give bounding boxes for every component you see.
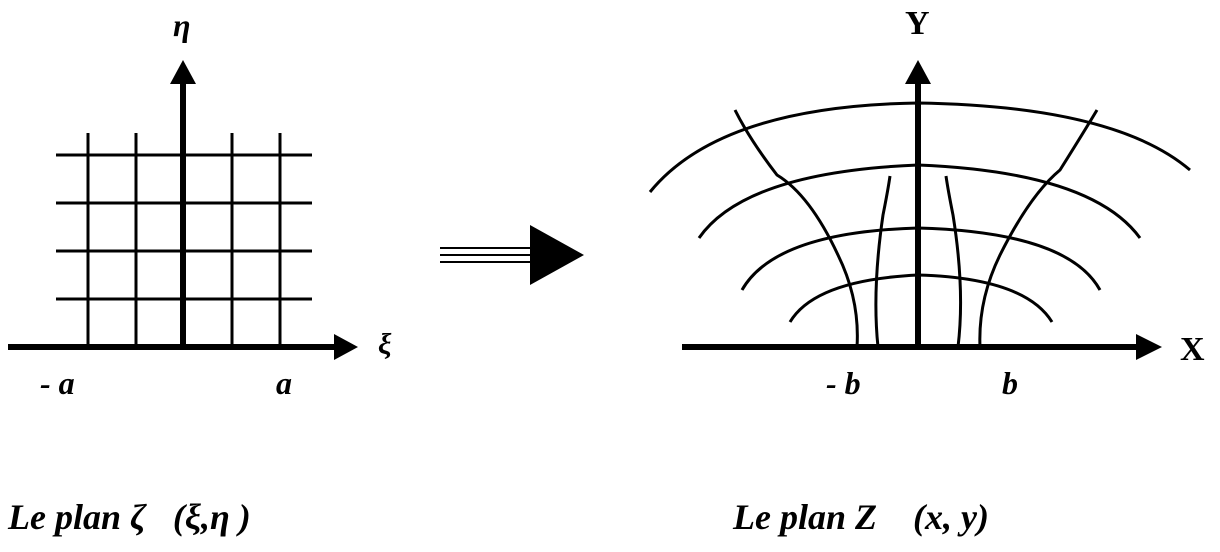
xi-axis-arrowhead xyxy=(334,334,358,360)
xi-axis-label: ξ xyxy=(378,328,392,361)
tick-label-minus-a: - a xyxy=(40,365,75,401)
grid-radial xyxy=(733,109,859,348)
zeta-plane: η ξ - a a xyxy=(8,7,392,401)
grid-radial xyxy=(944,175,963,348)
zeta-plane-caption: Le plan ζ (ξ,η ) xyxy=(8,497,251,537)
grid-radial xyxy=(874,175,892,348)
mapping-arrow xyxy=(440,225,584,285)
grid-radial xyxy=(978,109,1099,348)
tick-label-minus-b: - b xyxy=(826,365,861,401)
eta-axis-label: η xyxy=(173,7,191,43)
tick-label-a: a xyxy=(276,365,292,401)
eta-axis-arrowhead xyxy=(170,60,196,84)
y-axis-label: Y xyxy=(905,5,930,42)
tick-label-b: b xyxy=(1002,365,1018,401)
x-axis-arrowhead xyxy=(1136,334,1162,360)
z-plane: Y X - b b xyxy=(648,5,1205,401)
z-plane-caption: Le plan Z (x, y) xyxy=(733,497,989,537)
x-axis-label: X xyxy=(1180,331,1205,368)
y-axis-arrowhead xyxy=(905,60,931,84)
